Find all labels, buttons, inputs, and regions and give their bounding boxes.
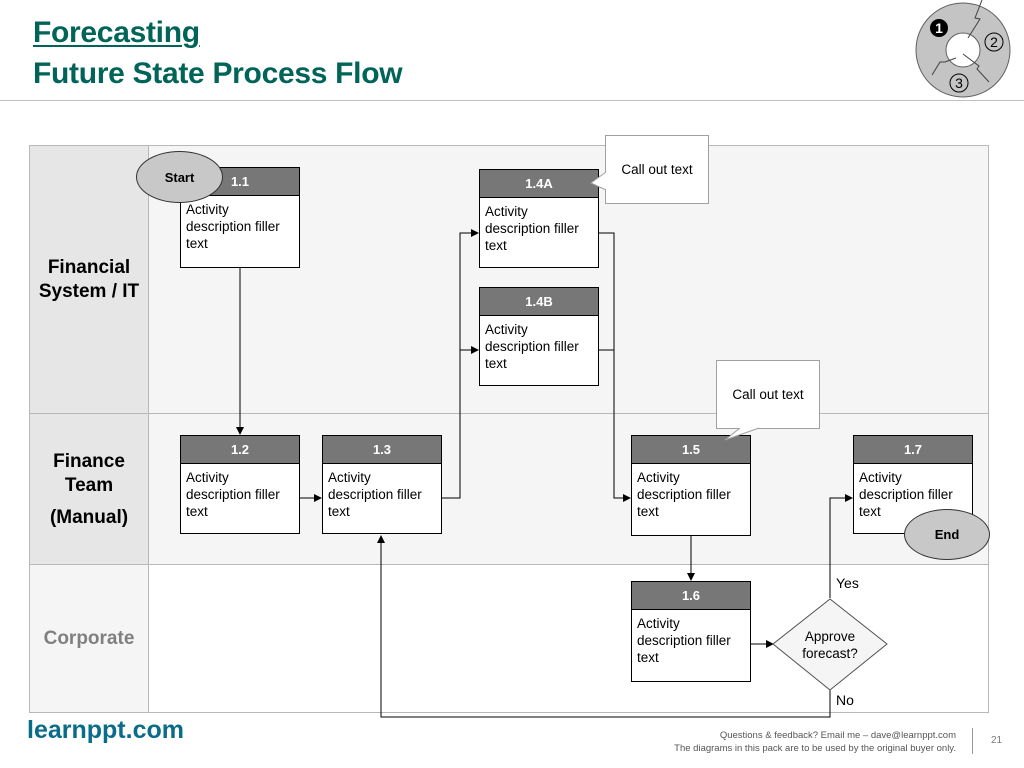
footer-contact: Questions & feedback? Email me – dave@le… — [719, 730, 956, 741]
footer-divider — [972, 728, 973, 754]
lane-label-finance-team-line2: Team — [64, 474, 114, 496]
cycle-step-1-icon — [930, 19, 948, 37]
end-terminal[interactable]: End — [904, 509, 990, 560]
activity-id: 1.7 — [854, 436, 972, 464]
activity-box-1-4A[interactable]: 1.4A Activity description filler text — [479, 169, 599, 268]
page-subtitle: Future State Process Flow — [33, 57, 403, 90]
cycle-step-1: 1 — [935, 20, 943, 36]
lane-label-corporate: Corporate — [43, 627, 135, 649]
activity-text: Activity description filler text — [637, 616, 731, 665]
activity-text: Activity description filler text — [859, 470, 953, 519]
callout-1-4A: Call out text — [605, 135, 709, 204]
activity-text: Activity description filler text — [485, 322, 579, 371]
activity-text: Activity description filler text — [637, 470, 731, 519]
start-terminal[interactable]: Start — [136, 151, 223, 203]
decision-no-label: No — [836, 692, 854, 708]
activity-text: Activity description filler text — [186, 470, 280, 519]
lane-label-financial-system-line2: System / IT — [38, 281, 140, 302]
cycle-step-2: 2 — [990, 34, 998, 50]
cycle-step-3-icon — [949, 73, 969, 93]
activity-box-1-6[interactable]: 1.6 Activity description filler text — [631, 581, 751, 682]
decision-label: Approve forecast? — [802, 629, 858, 661]
activity-box-1-4B[interactable]: 1.4B Activity description filler text — [479, 287, 599, 386]
activity-id: 1.4B — [480, 288, 598, 316]
cycle-step-2-icon — [984, 32, 1004, 52]
cycle-step-3: 3 — [955, 75, 963, 91]
header-divider — [0, 100, 1024, 101]
activity-text: Activity description filler text — [186, 202, 280, 251]
activity-id: 1.3 — [323, 436, 441, 464]
lane-finance-team: Finance Team (Manual) — [29, 413, 989, 565]
activity-box-1-5[interactable]: 1.5 Activity description filler text — [631, 435, 751, 536]
activity-box-1-3[interactable]: 1.3 Activity description filler text — [322, 435, 442, 534]
activity-id: 1.6 — [632, 582, 750, 610]
footer-note: Questions & feedback? Email me – dave@le… — [674, 729, 956, 755]
activity-id: 1.4A — [480, 170, 598, 198]
lane-label-finance-team-line1: Finance — [53, 450, 125, 472]
callout-1-5: Call out text — [716, 360, 820, 429]
activity-text: Activity description filler text — [485, 204, 579, 253]
lane-label-finance-team-line3: (Manual) — [49, 506, 129, 528]
cycle-icon: 1 2 3 — [915, 0, 1011, 98]
footer-license: The diagrams in this pack are to be used… — [674, 743, 956, 754]
decision-yes-label: Yes — [836, 575, 859, 591]
page-number: 21 — [991, 735, 1003, 746]
activity-text: Activity description filler text — [328, 470, 422, 519]
footer-logo[interactable]: learnppt.com — [27, 716, 184, 744]
lane-label-financial-system-line1: Financial — [47, 257, 131, 278]
activity-id: 1.5 — [632, 436, 750, 464]
activity-box-1-2[interactable]: 1.2 Activity description filler text — [180, 435, 300, 534]
activity-id: 1.2 — [181, 436, 299, 464]
page-title: Forecasting — [33, 16, 200, 49]
